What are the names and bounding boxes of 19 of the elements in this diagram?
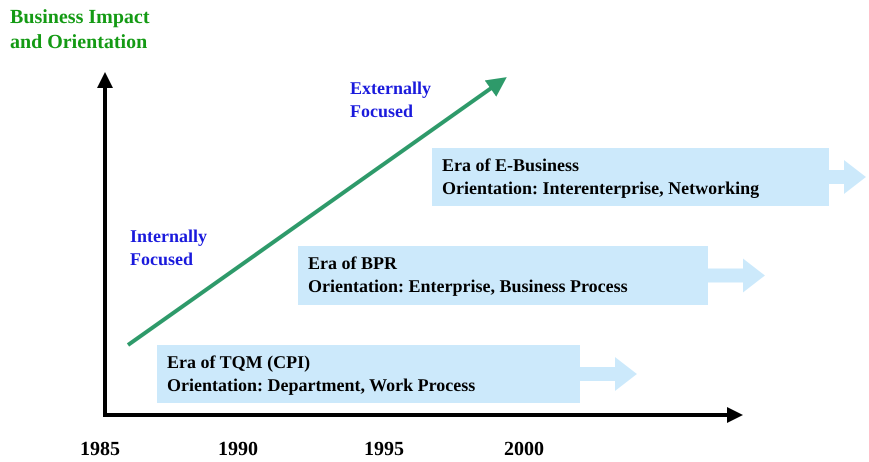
era-box xyxy=(157,345,580,403)
year-label: 1990 xyxy=(218,437,258,462)
era-box xyxy=(298,246,708,305)
axis-title: Business Impact and Orientation xyxy=(10,5,150,55)
annotation-text: Externally Focused xyxy=(350,77,432,122)
year-label: 2000 xyxy=(504,437,544,462)
orientation-text: Orientation: Department, Work Process xyxy=(167,374,476,398)
arrow xyxy=(580,357,637,391)
orientation-text: Orientation: Interenterprise, Networking xyxy=(442,177,760,200)
year-label: 1995 xyxy=(364,437,404,462)
arrow xyxy=(708,258,765,292)
annotation-text: Internally Focused xyxy=(130,225,208,270)
arrow xyxy=(829,160,866,194)
era-box xyxy=(432,148,829,206)
era-title: Era of BPR xyxy=(308,252,398,275)
era-title: Era of TQM (CPI) xyxy=(167,351,312,374)
year-label: 1985 xyxy=(80,437,120,462)
orientation-text: Orientation: Enterprise, Business Process xyxy=(308,275,629,298)
era-title: Era of E-Business xyxy=(442,154,580,177)
